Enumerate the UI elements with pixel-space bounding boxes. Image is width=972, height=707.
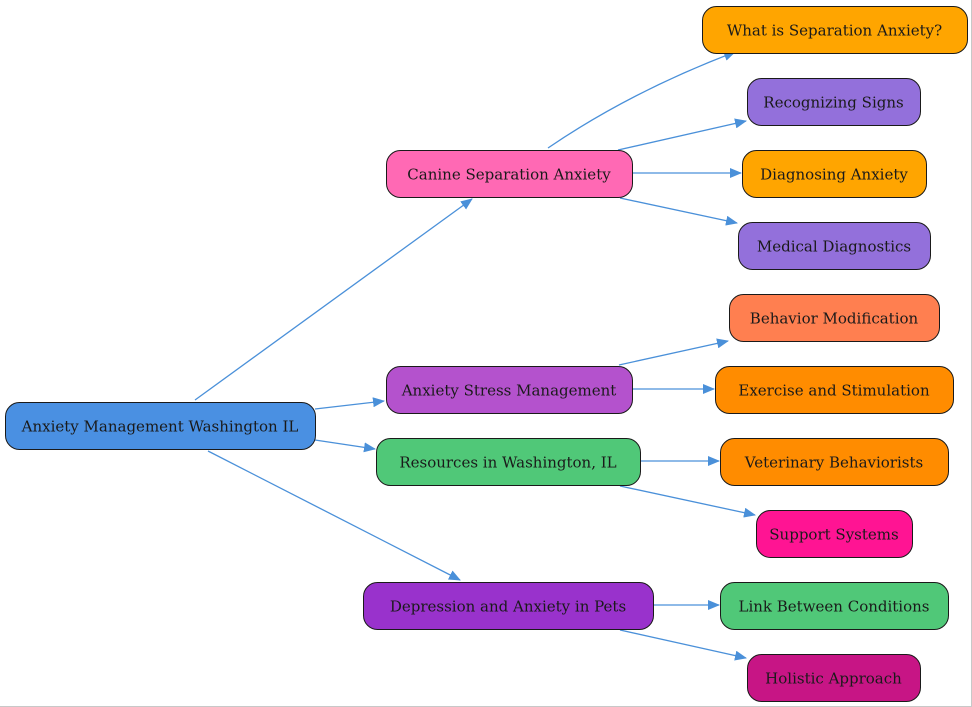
nodes-layer: Anxiety Management Washington IL Canine S… xyxy=(5,6,968,702)
edge-stress-to-behavior xyxy=(618,338,729,366)
node-link[interactable]: Link Between Conditions xyxy=(720,582,949,630)
node-signs[interactable]: Recognizing Signs xyxy=(747,78,921,126)
edge-root-to-depression xyxy=(207,450,461,581)
node-label: Depression and Anxiety in Pets xyxy=(390,598,626,616)
node-holistic[interactable]: Holistic Approach xyxy=(747,654,921,702)
edge-canine-to-signs xyxy=(617,118,747,151)
node-resources[interactable]: Resources in Washington, IL xyxy=(376,438,641,486)
node-box xyxy=(386,366,633,414)
node-exercise[interactable]: Exercise and Stimulation xyxy=(715,366,954,414)
node-depression[interactable]: Depression and Anxiety in Pets xyxy=(363,582,654,630)
edge-resources-to-support xyxy=(619,485,756,518)
node-label: Anxiety Management Washington IL xyxy=(21,418,299,436)
edge-root-to-canine xyxy=(194,198,473,401)
node-box xyxy=(747,78,921,126)
node-label: Medical Diagnostics xyxy=(757,238,911,256)
node-label: Resources in Washington, IL xyxy=(399,454,616,472)
edge-root-to-resources xyxy=(314,439,376,453)
node-label: Recognizing Signs xyxy=(763,94,903,112)
node-box xyxy=(376,438,641,486)
edges-layer xyxy=(194,51,756,661)
node-label: Veterinary Behaviorists xyxy=(744,454,923,472)
node-box xyxy=(720,438,949,486)
edge-canine-to-what-is xyxy=(547,51,736,149)
edge-canine-to-medical xyxy=(619,197,738,226)
node-medical[interactable]: Medical Diagnostics xyxy=(738,222,931,270)
node-box xyxy=(738,222,931,270)
node-behavior[interactable]: Behavior Modification xyxy=(729,294,940,342)
node-label: Diagnosing Anxiety xyxy=(760,166,908,184)
node-box xyxy=(742,150,927,198)
node-label: Link Between Conditions xyxy=(738,598,929,616)
node-box xyxy=(5,402,316,450)
node-label: Holistic Approach xyxy=(765,670,902,688)
node-box xyxy=(386,150,633,198)
node-box xyxy=(715,366,954,414)
node-box xyxy=(756,510,913,558)
node-label: Exercise and Stimulation xyxy=(738,382,930,400)
node-box xyxy=(720,582,949,630)
node-label: Support Systems xyxy=(769,526,898,544)
node-label: Behavior Modification xyxy=(750,310,919,328)
edge-root-to-stress xyxy=(314,397,385,410)
node-box xyxy=(363,582,654,630)
node-box xyxy=(729,294,940,342)
node-label: Canine Separation Anxiety xyxy=(407,166,611,184)
node-support[interactable]: Support Systems xyxy=(756,510,913,558)
edge-depression-to-holistic xyxy=(619,629,747,661)
node-root[interactable]: Anxiety Management Washington IL xyxy=(5,402,316,450)
node-label: What is Separation Anxiety? xyxy=(727,22,942,40)
node-vets[interactable]: Veterinary Behaviorists xyxy=(720,438,949,486)
node-box xyxy=(702,6,968,54)
node-what-is[interactable]: What is Separation Anxiety? xyxy=(702,6,968,54)
node-canine[interactable]: Canine Separation Anxiety xyxy=(386,150,633,198)
node-stress[interactable]: Anxiety Stress Management xyxy=(386,366,633,414)
node-box xyxy=(747,654,921,702)
node-label: Anxiety Stress Management xyxy=(401,382,617,400)
node-diagnosing[interactable]: Diagnosing Anxiety xyxy=(742,150,927,198)
